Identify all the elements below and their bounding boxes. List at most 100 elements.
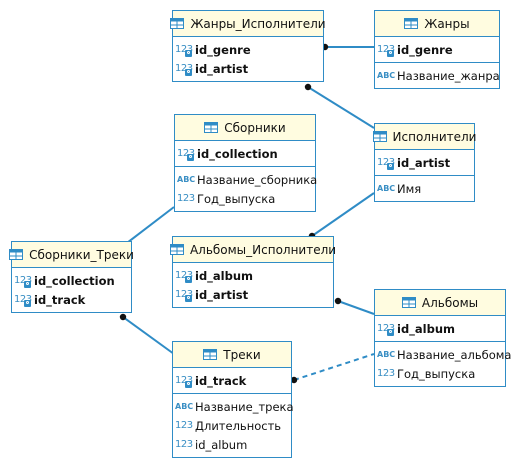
link-album-artists-to-albums — [337, 300, 375, 315]
table-title: Жанры — [424, 16, 470, 31]
table-header[interactable]: Исполнители — [372, 124, 477, 150]
link-end-dot — [119, 313, 127, 321]
numeric-type-icon: 123 — [377, 157, 395, 170]
link-collection-tracks-to-tracks — [122, 316, 175, 355]
key-icon — [387, 163, 394, 170]
table-header[interactable]: Жанры_Исполнители — [170, 11, 326, 37]
numeric-type-icon: 123 — [175, 375, 193, 388]
text-type-icon: ABC — [377, 71, 396, 80]
column-name: Название_альбома — [397, 347, 512, 362]
key-icon — [185, 50, 192, 57]
table-icon — [203, 349, 218, 360]
numeric-type-icon: 123 — [377, 44, 395, 57]
column-name: id_album — [195, 437, 248, 452]
table-icon — [204, 122, 219, 133]
numeric-type-icon: 123 — [14, 294, 32, 307]
column-name: id_collection — [34, 273, 115, 288]
text-type-icon: ABC — [175, 402, 194, 411]
table-header[interactable]: Альбомы_Исполнители — [169, 237, 336, 263]
column-name: Год_выпуска — [197, 191, 276, 206]
column-name: id_artist — [195, 61, 249, 76]
table-title: Сборники_Треки — [29, 247, 134, 262]
numeric-type-icon: 123 — [14, 275, 32, 288]
table-icon — [170, 18, 185, 29]
column-name: Имя — [397, 181, 422, 196]
table-header[interactable]: Сборники_Треки — [9, 242, 134, 268]
column-name: Название_жанра — [397, 68, 500, 83]
text-type-icon: ABC — [377, 350, 396, 359]
table-header[interactable]: Треки — [173, 342, 291, 368]
column-name: id_track — [34, 292, 86, 307]
numeric-type-icon: 123 — [175, 63, 193, 76]
key-icon — [185, 381, 192, 388]
table-header[interactable]: Жанры — [375, 11, 499, 37]
link-genre-artist-to-artists — [307, 86, 375, 129]
text-type-icon: ABC — [177, 175, 196, 184]
key-icon — [185, 276, 192, 283]
table-title: Исполнители — [392, 129, 477, 144]
column-name: id_track — [195, 373, 247, 388]
table-icon — [9, 249, 24, 260]
table-header[interactable]: Альбомы — [375, 290, 505, 316]
table-icon — [404, 18, 419, 29]
key-icon — [24, 300, 31, 307]
link-artists-to-album-artists — [311, 192, 375, 237]
key-icon — [387, 329, 394, 336]
numeric-type-icon: 123 — [177, 148, 195, 161]
column-name: id_genre — [195, 42, 251, 57]
column-name: id_album — [397, 321, 456, 336]
key-icon — [387, 50, 394, 57]
column-name: id_artist — [397, 155, 451, 170]
table-icon — [169, 244, 184, 255]
numeric-type-icon: 123 — [175, 439, 193, 450]
text-type-icon: ABC — [377, 184, 396, 193]
link-end-dot — [304, 83, 312, 91]
table-title: Жанры_Исполнители — [190, 16, 326, 31]
column-name: Название_сборника — [197, 172, 318, 187]
numeric-type-icon: 123 — [177, 193, 195, 204]
table-header[interactable]: Сборники — [175, 115, 315, 141]
key-icon — [185, 295, 192, 302]
key-icon — [187, 154, 194, 161]
link-tracks-to-albums — [293, 353, 375, 381]
table-icon — [372, 131, 387, 142]
key-icon — [24, 281, 31, 288]
